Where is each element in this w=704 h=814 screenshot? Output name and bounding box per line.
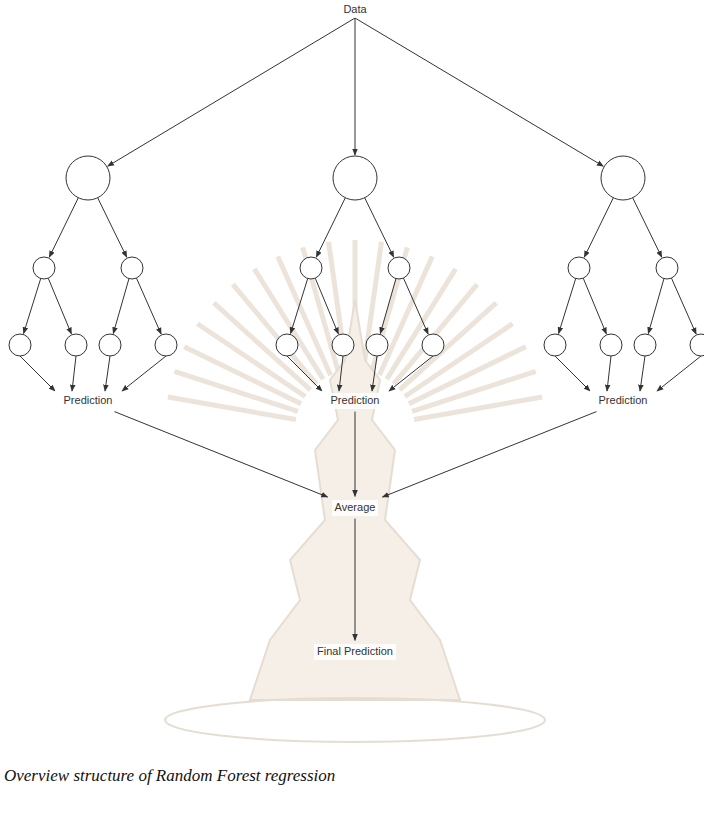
tree-arrow: [105, 356, 110, 391]
tree-arrow: [633, 198, 662, 257]
split-node-circle: [121, 257, 143, 279]
tree-arrow: [339, 356, 343, 391]
tree-arrow: [372, 356, 377, 391]
tree-arrow: [648, 279, 664, 334]
tree-arrow: [113, 279, 129, 334]
tree-arrow: [380, 279, 396, 334]
node-text: Prediction: [331, 394, 380, 406]
flow-arrow: [354, 412, 355, 497]
tree-arrow: [108, 18, 355, 166]
tree-arrow: [640, 356, 645, 391]
tree-arrow: [24, 279, 41, 334]
leaf-node-circle: [276, 334, 298, 356]
tree-arrow: [287, 356, 322, 391]
tree-arrow: [403, 278, 428, 334]
flow-arrow: [354, 519, 355, 641]
watermark-ray: [412, 371, 536, 411]
leaf-node-circle: [600, 334, 622, 356]
tree-arrow: [584, 198, 613, 257]
prediction-label: Prediction: [328, 393, 383, 408]
watermark-base: [165, 698, 545, 742]
node-text: Average: [335, 501, 376, 513]
tree-arrow: [316, 198, 345, 257]
tree-arrow: [122, 356, 166, 391]
tree-arrow: [657, 356, 701, 391]
tree-arrow: [315, 278, 338, 334]
decision-trees: [9, 18, 704, 391]
tree-arrow: [20, 356, 55, 391]
tree-arrow: [671, 278, 696, 334]
node-text: Prediction: [599, 394, 648, 406]
tree-arrow: [555, 356, 590, 391]
node-text: Final Prediction: [317, 645, 393, 657]
root-node-circle: [601, 156, 645, 200]
leaf-node-circle: [690, 334, 704, 356]
leaf-node-circle: [99, 334, 121, 356]
tree-arrow: [583, 278, 606, 334]
prediction-label: Prediction: [596, 393, 651, 408]
root-node-circle: [333, 156, 377, 200]
tree-arrow: [355, 18, 603, 166]
split-node-circle: [388, 257, 410, 279]
leaf-node-circle: [366, 334, 388, 356]
split-node-circle: [33, 257, 55, 279]
watermark-ray: [168, 397, 296, 420]
leaf-node-circle: [332, 334, 354, 356]
leaf-node-circle: [422, 334, 444, 356]
root-node-circle: [66, 156, 110, 200]
flow-arrow: [114, 412, 327, 497]
leaf-node-circle: [65, 334, 87, 356]
figure-caption: Overview structure of Random Forest regr…: [4, 766, 335, 786]
prediction-label: Prediction: [61, 393, 116, 408]
flow-arrow: [382, 412, 596, 497]
node-text: Data: [343, 3, 366, 15]
split-node-circle: [300, 257, 322, 279]
tree-arrow: [559, 279, 576, 334]
data-label: Data: [340, 2, 369, 17]
split-node-circle: [656, 257, 678, 279]
watermark-stupa: [250, 300, 460, 700]
tree-arrow: [98, 198, 127, 257]
tree-arrow: [136, 278, 161, 334]
tree-arrow: [48, 278, 71, 334]
final-prediction-label: Final Prediction: [314, 644, 396, 659]
leaf-node-circle: [9, 334, 31, 356]
split-node-circle: [568, 257, 590, 279]
leaf-node-circle: [155, 334, 177, 356]
average-label: Average: [332, 500, 379, 515]
node-text: Prediction: [64, 394, 113, 406]
watermark-ray: [414, 397, 542, 420]
leaf-node-circle: [544, 334, 566, 356]
tree-arrow: [607, 356, 611, 391]
watermark-emblem: [165, 240, 545, 742]
tree-arrow: [291, 279, 308, 334]
tree-arrow: [355, 18, 356, 155]
tree-arrow: [389, 356, 433, 391]
tree-arrow: [365, 198, 394, 257]
tree-arrow: [49, 198, 78, 257]
tree-arrow: [72, 356, 76, 391]
leaf-node-circle: [634, 334, 656, 356]
